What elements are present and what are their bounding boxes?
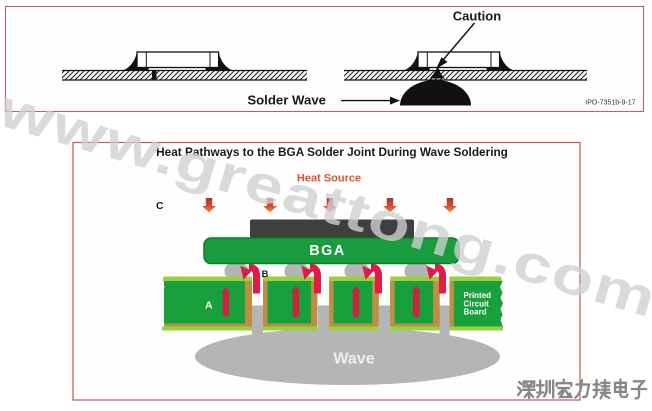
svg-text:Solder Wave: Solder Wave bbox=[247, 93, 326, 108]
svg-text:Heat Pathways to the BGA Solde: Heat Pathways to the BGA Solder Joint Du… bbox=[156, 145, 508, 159]
svg-text:A: A bbox=[205, 300, 213, 312]
svg-text:C: C bbox=[156, 200, 164, 212]
svg-text:Caution: Caution bbox=[453, 9, 501, 24]
svg-text:Printed: Printed bbox=[464, 291, 492, 300]
svg-text:Circuit: Circuit bbox=[464, 299, 490, 308]
svg-text:Heat Source: Heat Source bbox=[297, 173, 361, 185]
svg-text:B: B bbox=[262, 269, 269, 280]
svg-text:IPO-7351b-9-17: IPO-7351b-9-17 bbox=[585, 100, 635, 107]
svg-text:BGA: BGA bbox=[309, 243, 345, 259]
svg-text:Wave: Wave bbox=[333, 351, 374, 368]
svg-text:Board: Board bbox=[464, 308, 487, 317]
